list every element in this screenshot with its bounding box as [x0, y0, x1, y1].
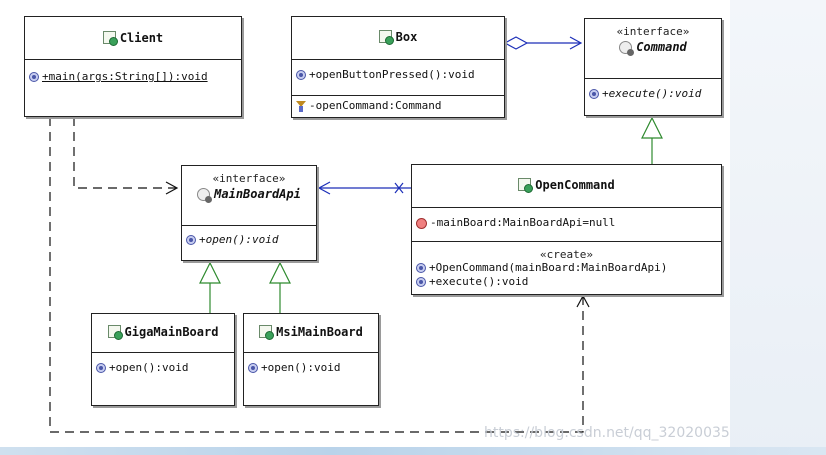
watermark: https://blog.csdn.net/qq_32020035 — [484, 425, 730, 441]
class-client-header: Client — [25, 17, 241, 60]
interface-mainboardapi-name: MainBoardApi — [214, 187, 301, 201]
field-mainboard: -mainBoard:MainBoardApi=null — [430, 216, 616, 229]
class-msimainboard-title: MsiMainBoard — [259, 324, 363, 340]
interface-command-header: «interface» Command — [585, 19, 721, 79]
interface-icon — [197, 187, 213, 203]
public-method-icon — [29, 72, 39, 82]
class-opencommand[interactable]: OpenCommand -mainBoard:MainBoardApi=null… — [411, 164, 722, 295]
class-gigamainboard-header: GigaMainBoard — [92, 314, 234, 353]
method-row: +main(args:String[]):void — [29, 70, 237, 84]
method-row: +execute():void — [589, 87, 717, 101]
class-box-title: Box — [378, 29, 418, 45]
interface-command-methods: +execute():void — [585, 79, 721, 103]
interface-command-stereotype: «interface» — [616, 25, 690, 38]
class-opencommand-header: OpenCommand — [412, 165, 721, 208]
field-row: -openCommand:Command — [296, 99, 500, 113]
method-row: +OpenCommand(mainBoard:MainBoardApi) — [416, 261, 717, 275]
method-row: +open():void — [186, 233, 312, 247]
interface-icon — [619, 40, 635, 56]
method-row: +open():void — [248, 361, 374, 375]
box-command-association — [503, 36, 583, 50]
interface-mainboardapi-header: «interface» MainBoardApi — [182, 166, 316, 226]
client-opencommand-dependency — [49, 117, 590, 433]
private-field-icon — [416, 217, 427, 229]
class-client-title: Client — [102, 30, 164, 46]
class-gigamainboard-methods: +open():void — [92, 353, 234, 377]
class-msimainboard-methods: +open():void — [244, 353, 378, 377]
interface-command[interactable]: «interface» Command +execute():void — [584, 18, 722, 116]
method-row: +open():void — [96, 361, 230, 375]
field-icon — [296, 100, 306, 112]
class-client[interactable]: Client +main(args:String[]):void — [24, 16, 242, 117]
class-icon — [102, 31, 118, 46]
class-opencommand-fields: -mainBoard:MainBoardApi=null — [412, 208, 721, 242]
method-main: +main(args:String[]):void — [42, 70, 208, 83]
class-box-methods: +openButtonPressed():void — [292, 60, 504, 96]
class-msimainboard-header: MsiMainBoard — [244, 314, 378, 353]
field-row: -mainBoard:MainBoardApi=null — [416, 216, 717, 230]
class-gigamainboard[interactable]: GigaMainBoard +open():void — [91, 313, 235, 406]
interface-command-title: Command — [619, 40, 687, 56]
public-method-icon — [589, 89, 599, 99]
method-open: +open():void — [199, 233, 279, 246]
class-opencommand-name: OpenCommand — [535, 177, 615, 192]
class-box-name: Box — [395, 29, 418, 44]
public-method-icon — [248, 363, 258, 373]
opencommand-mainboardapi-association — [317, 181, 411, 195]
opencommand-command-realization — [641, 116, 663, 164]
class-client-name: Client — [119, 30, 164, 45]
method-row: +openButtonPressed():void — [296, 68, 500, 82]
interface-command-name: Command — [636, 40, 687, 54]
class-icon — [107, 325, 123, 340]
method-row: +execute():void — [416, 275, 717, 289]
method-openbuttonpressed: +openButtonPressed():void — [309, 68, 475, 81]
class-box[interactable]: Box +openButtonPressed():void -openComma… — [291, 16, 505, 118]
class-opencommand-title: OpenCommand — [518, 177, 615, 193]
client-mainboardapi-dependency — [73, 117, 179, 195]
class-icon — [518, 178, 534, 193]
class-icon — [259, 325, 275, 340]
public-method-icon — [96, 363, 106, 373]
class-opencommand-methods: «create» +OpenCommand(mainBoard:MainBoar… — [412, 242, 721, 291]
method-open: +open():void — [109, 361, 189, 374]
right-margin — [730, 0, 826, 455]
public-method-icon — [416, 263, 426, 273]
class-box-header: Box — [292, 17, 504, 60]
giga-mainboardapi-realization — [199, 261, 221, 313]
interface-mainboardapi-title: MainBoardApi — [197, 187, 301, 203]
field-opencommand: -openCommand:Command — [309, 99, 442, 112]
class-gigamainboard-title: GigaMainBoard — [107, 324, 219, 340]
interface-mainboardapi[interactable]: «interface» MainBoardApi +open():void — [181, 165, 317, 261]
method-open: +open():void — [261, 361, 341, 374]
class-msimainboard-name: MsiMainBoard — [276, 324, 363, 339]
class-gigamainboard-name: GigaMainBoard — [124, 324, 219, 339]
class-box-fields: -openCommand:Command — [292, 96, 504, 115]
msi-mainboardapi-realization — [269, 261, 291, 313]
public-method-icon — [416, 277, 426, 287]
method-execute: +execute():void — [602, 87, 702, 100]
class-msimainboard[interactable]: MsiMainBoard +open():void — [243, 313, 379, 406]
class-opencommand-stereotype: «create» — [540, 248, 593, 261]
interface-mainboardapi-stereotype: «interface» — [212, 172, 286, 185]
class-client-methods: +main(args:String[]):void — [25, 60, 241, 86]
method-constructor: +OpenCommand(mainBoard:MainBoardApi) — [429, 261, 668, 274]
method-execute: +execute():void — [429, 275, 529, 288]
public-method-icon — [296, 70, 306, 80]
class-icon — [378, 30, 394, 45]
bottom-bar — [0, 447, 826, 455]
interface-mainboardapi-methods: +open():void — [182, 226, 316, 249]
public-method-icon — [186, 235, 196, 245]
